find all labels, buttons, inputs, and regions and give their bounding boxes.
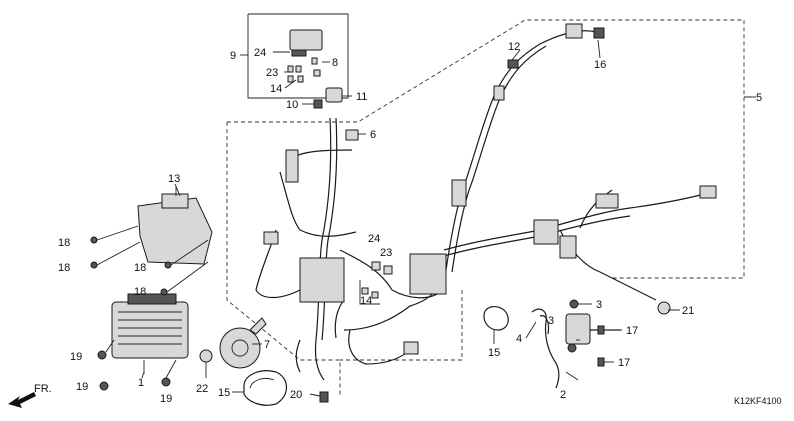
drawing-code: K12KF4100 bbox=[734, 396, 782, 406]
bolt-20 bbox=[319, 391, 329, 403]
callout-3a: 3 bbox=[596, 299, 602, 311]
ecu-bracket bbox=[137, 186, 213, 265]
front-label: FR. bbox=[34, 383, 52, 395]
callout-18c: 18 bbox=[134, 262, 146, 274]
callout-15b: 15 bbox=[488, 347, 500, 359]
callout-18b: 18 bbox=[58, 262, 70, 274]
ecu-unit bbox=[111, 293, 189, 374]
callout-8: 8 bbox=[332, 57, 338, 69]
main-harness-outline bbox=[226, 19, 752, 395]
front-arrow-icon bbox=[8, 392, 36, 408]
grommet-left bbox=[243, 370, 288, 406]
callout-labels: 1 2 3 3 4 5 6 7 8 9 10 11 12 13 14 14 15… bbox=[34, 41, 782, 406]
callout-22: 22 bbox=[196, 383, 208, 395]
callout-12: 12 bbox=[508, 41, 520, 53]
callout-19c: 19 bbox=[160, 393, 172, 405]
callout-23a: 23 bbox=[266, 67, 278, 79]
grommet-right bbox=[483, 306, 509, 331]
sensor-assembly bbox=[531, 299, 622, 389]
callout-2: 2 bbox=[560, 389, 566, 401]
callout-11: 11 bbox=[356, 91, 367, 103]
callout-14a: 14 bbox=[270, 83, 282, 95]
horn bbox=[219, 317, 267, 369]
callout-24a: 24 bbox=[254, 47, 266, 59]
callout-24b: 24 bbox=[368, 233, 380, 245]
callout-18a: 18 bbox=[58, 237, 70, 249]
callout-23b: 23 bbox=[380, 247, 392, 259]
callout-3b: 3 bbox=[548, 315, 554, 327]
callout-6: 6 bbox=[370, 129, 376, 141]
callout-7: 7 bbox=[264, 339, 270, 351]
callout-19b: 19 bbox=[76, 381, 88, 393]
leader-lines bbox=[141, 39, 756, 397]
callout-17b: 17 bbox=[618, 357, 630, 369]
callout-9: 9 bbox=[230, 50, 236, 62]
callout-4: 4 bbox=[516, 333, 522, 345]
fasteners-left bbox=[90, 225, 209, 391]
harness-connectors bbox=[263, 23, 717, 355]
bolt-22 bbox=[199, 349, 213, 372]
callout-13: 13 bbox=[168, 173, 180, 185]
terminal-group bbox=[359, 261, 393, 305]
relay-kit-box bbox=[247, 13, 349, 99]
callout-18d: 18 bbox=[134, 286, 146, 298]
callout-15a: 15 bbox=[218, 387, 230, 399]
callout-14b: 14 bbox=[360, 295, 372, 307]
relay-small bbox=[302, 87, 352, 109]
wire-harness bbox=[255, 30, 713, 381]
callout-21: 21 bbox=[682, 305, 694, 317]
relay-block bbox=[240, 29, 330, 89]
bolt-21 bbox=[657, 301, 678, 315]
callout-17a: 17 bbox=[626, 325, 638, 337]
callout-19a: 19 bbox=[70, 351, 82, 363]
callout-1: 1 bbox=[138, 377, 144, 389]
callout-20: 20 bbox=[290, 389, 302, 401]
callout-10: 10 bbox=[286, 99, 298, 111]
callout-5: 5 bbox=[756, 92, 762, 104]
callout-16: 16 bbox=[594, 59, 606, 71]
